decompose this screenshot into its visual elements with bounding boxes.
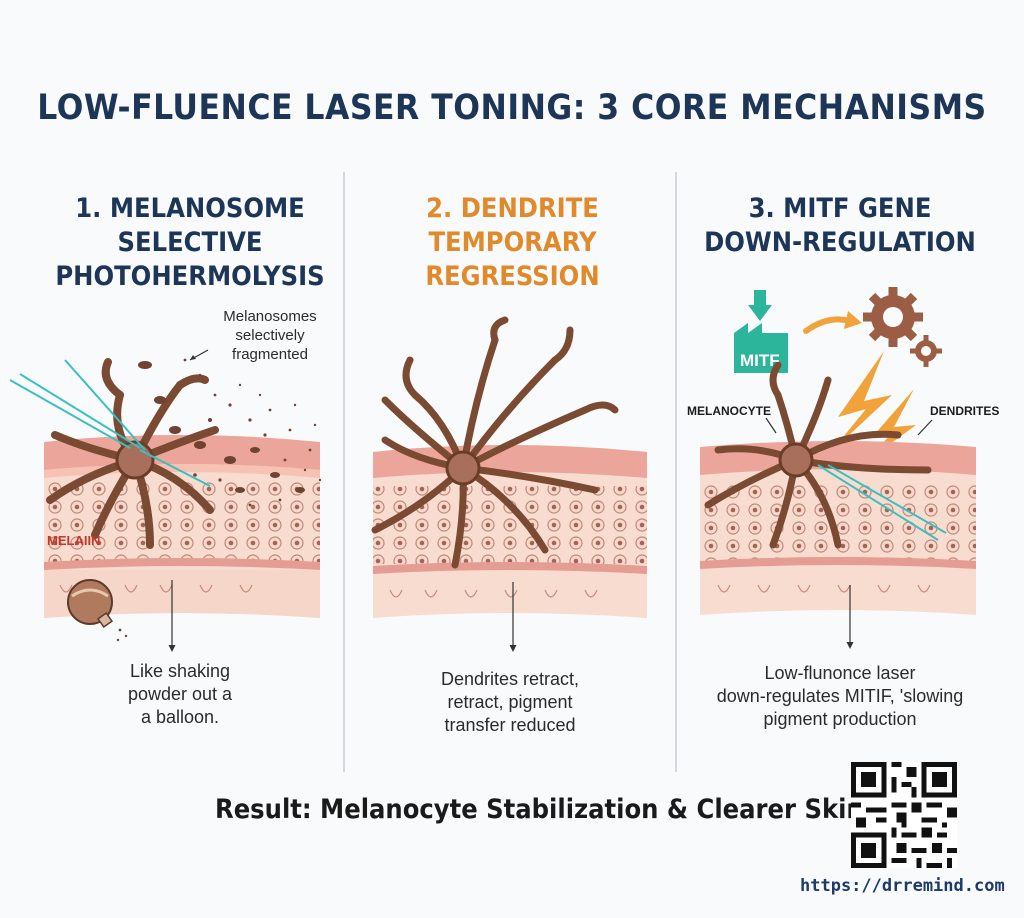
column-3-heading: 3. MITF GENE DOWN-REGULATION [690, 192, 990, 260]
factory-icon [734, 323, 788, 373]
note-line: Melanosomes [223, 308, 317, 325]
orange-arrowhead [844, 311, 862, 329]
mitf-label: MITF [740, 351, 780, 370]
caption-pointer-head [846, 642, 854, 649]
column-2-heading: 2. DENDRITE TEMPORARY REGRESSION [350, 192, 675, 294]
melanocyte-nucleus [445, 450, 481, 486]
pointer-arrow [917, 419, 933, 436]
pointer-arrow [765, 417, 777, 434]
caption-line: Like shaking [129, 661, 231, 681]
skin-cross-section [44, 435, 320, 618]
column-3-caption: Low-flunonce laser down-regulates MITIF,… [695, 662, 985, 731]
melanocyte-nucleus [778, 442, 814, 478]
balloon-icon [67, 579, 128, 642]
caption-pointer-head [168, 645, 176, 652]
gear-icon [863, 287, 942, 367]
panel-2-illustration [371, 316, 647, 652]
laser-beam [817, 464, 947, 541]
caption-line: down-regulates MITIF, 'slowing [716, 686, 964, 706]
melanocyte-nucleus [115, 440, 155, 480]
caption-line: Dendrites retract, [440, 669, 580, 689]
panel-3-illustration [700, 287, 976, 649]
lightning-icon [830, 351, 916, 463]
divider-left [343, 172, 345, 772]
column-3-heading-line: 3. MITF GENE [748, 193, 932, 224]
column-2-heading-line: 2. DENDRITE [426, 193, 599, 224]
caption-line: a balloon. [140, 707, 220, 727]
column-1-caption: Like shaking powder out a a balloon. [90, 660, 270, 729]
dendrites-label: DENDRITES [930, 404, 1000, 418]
note-line: selectively [235, 327, 305, 344]
melanosome-particles [138, 358, 322, 507]
caption-line: powder out a [127, 684, 233, 704]
note-line: fragmented [232, 346, 308, 363]
column-1-heading-line: SELECTIVE [117, 227, 263, 258]
caption-pointer-head [509, 645, 517, 652]
column-3-heading-line: DOWN-REGULATION [704, 227, 976, 258]
melanin-label: MELAIIN [47, 533, 101, 548]
divider-right [675, 172, 677, 772]
website-link[interactable]: https://drremind.com [800, 876, 1005, 896]
pointer-arrowhead [190, 355, 196, 360]
qr-code-icon[interactable] [851, 762, 957, 868]
column-1-heading: 1. MELANOSOME SELECTIVE PHOTOHERMOLYSIS [40, 192, 340, 294]
melanocyte-label: MELANOCYTE [687, 404, 771, 418]
caption-line: retract, pigment [447, 692, 573, 712]
orange-arrow [803, 316, 853, 334]
column-2-caption: Dendrites retract, retract, pigment tran… [410, 668, 610, 737]
column-2-heading-line: TEMPORARY REGRESSION [425, 227, 600, 292]
page-title: LOW-FLUENCE LASER TONING: 3 CORE MECHANI… [37, 88, 987, 128]
caption-line: pigment production [763, 709, 917, 729]
laser-beam [9, 359, 211, 487]
column-1-heading-line: 1. MELANOSOME [75, 193, 305, 224]
arrow-down-icon [748, 290, 772, 321]
panel-1-illustration [9, 349, 322, 652]
caption-line: transfer reduced [444, 715, 576, 735]
caption-line: Low-flunonce laser [764, 663, 916, 683]
column-1-heading-line: PHOTOHERMOLYSIS [55, 261, 325, 292]
melanosomes-note: Melanosomes selectively fragmented [205, 307, 335, 364]
result-statement: Result: Melanocyte Stabilization & Clear… [215, 794, 864, 825]
